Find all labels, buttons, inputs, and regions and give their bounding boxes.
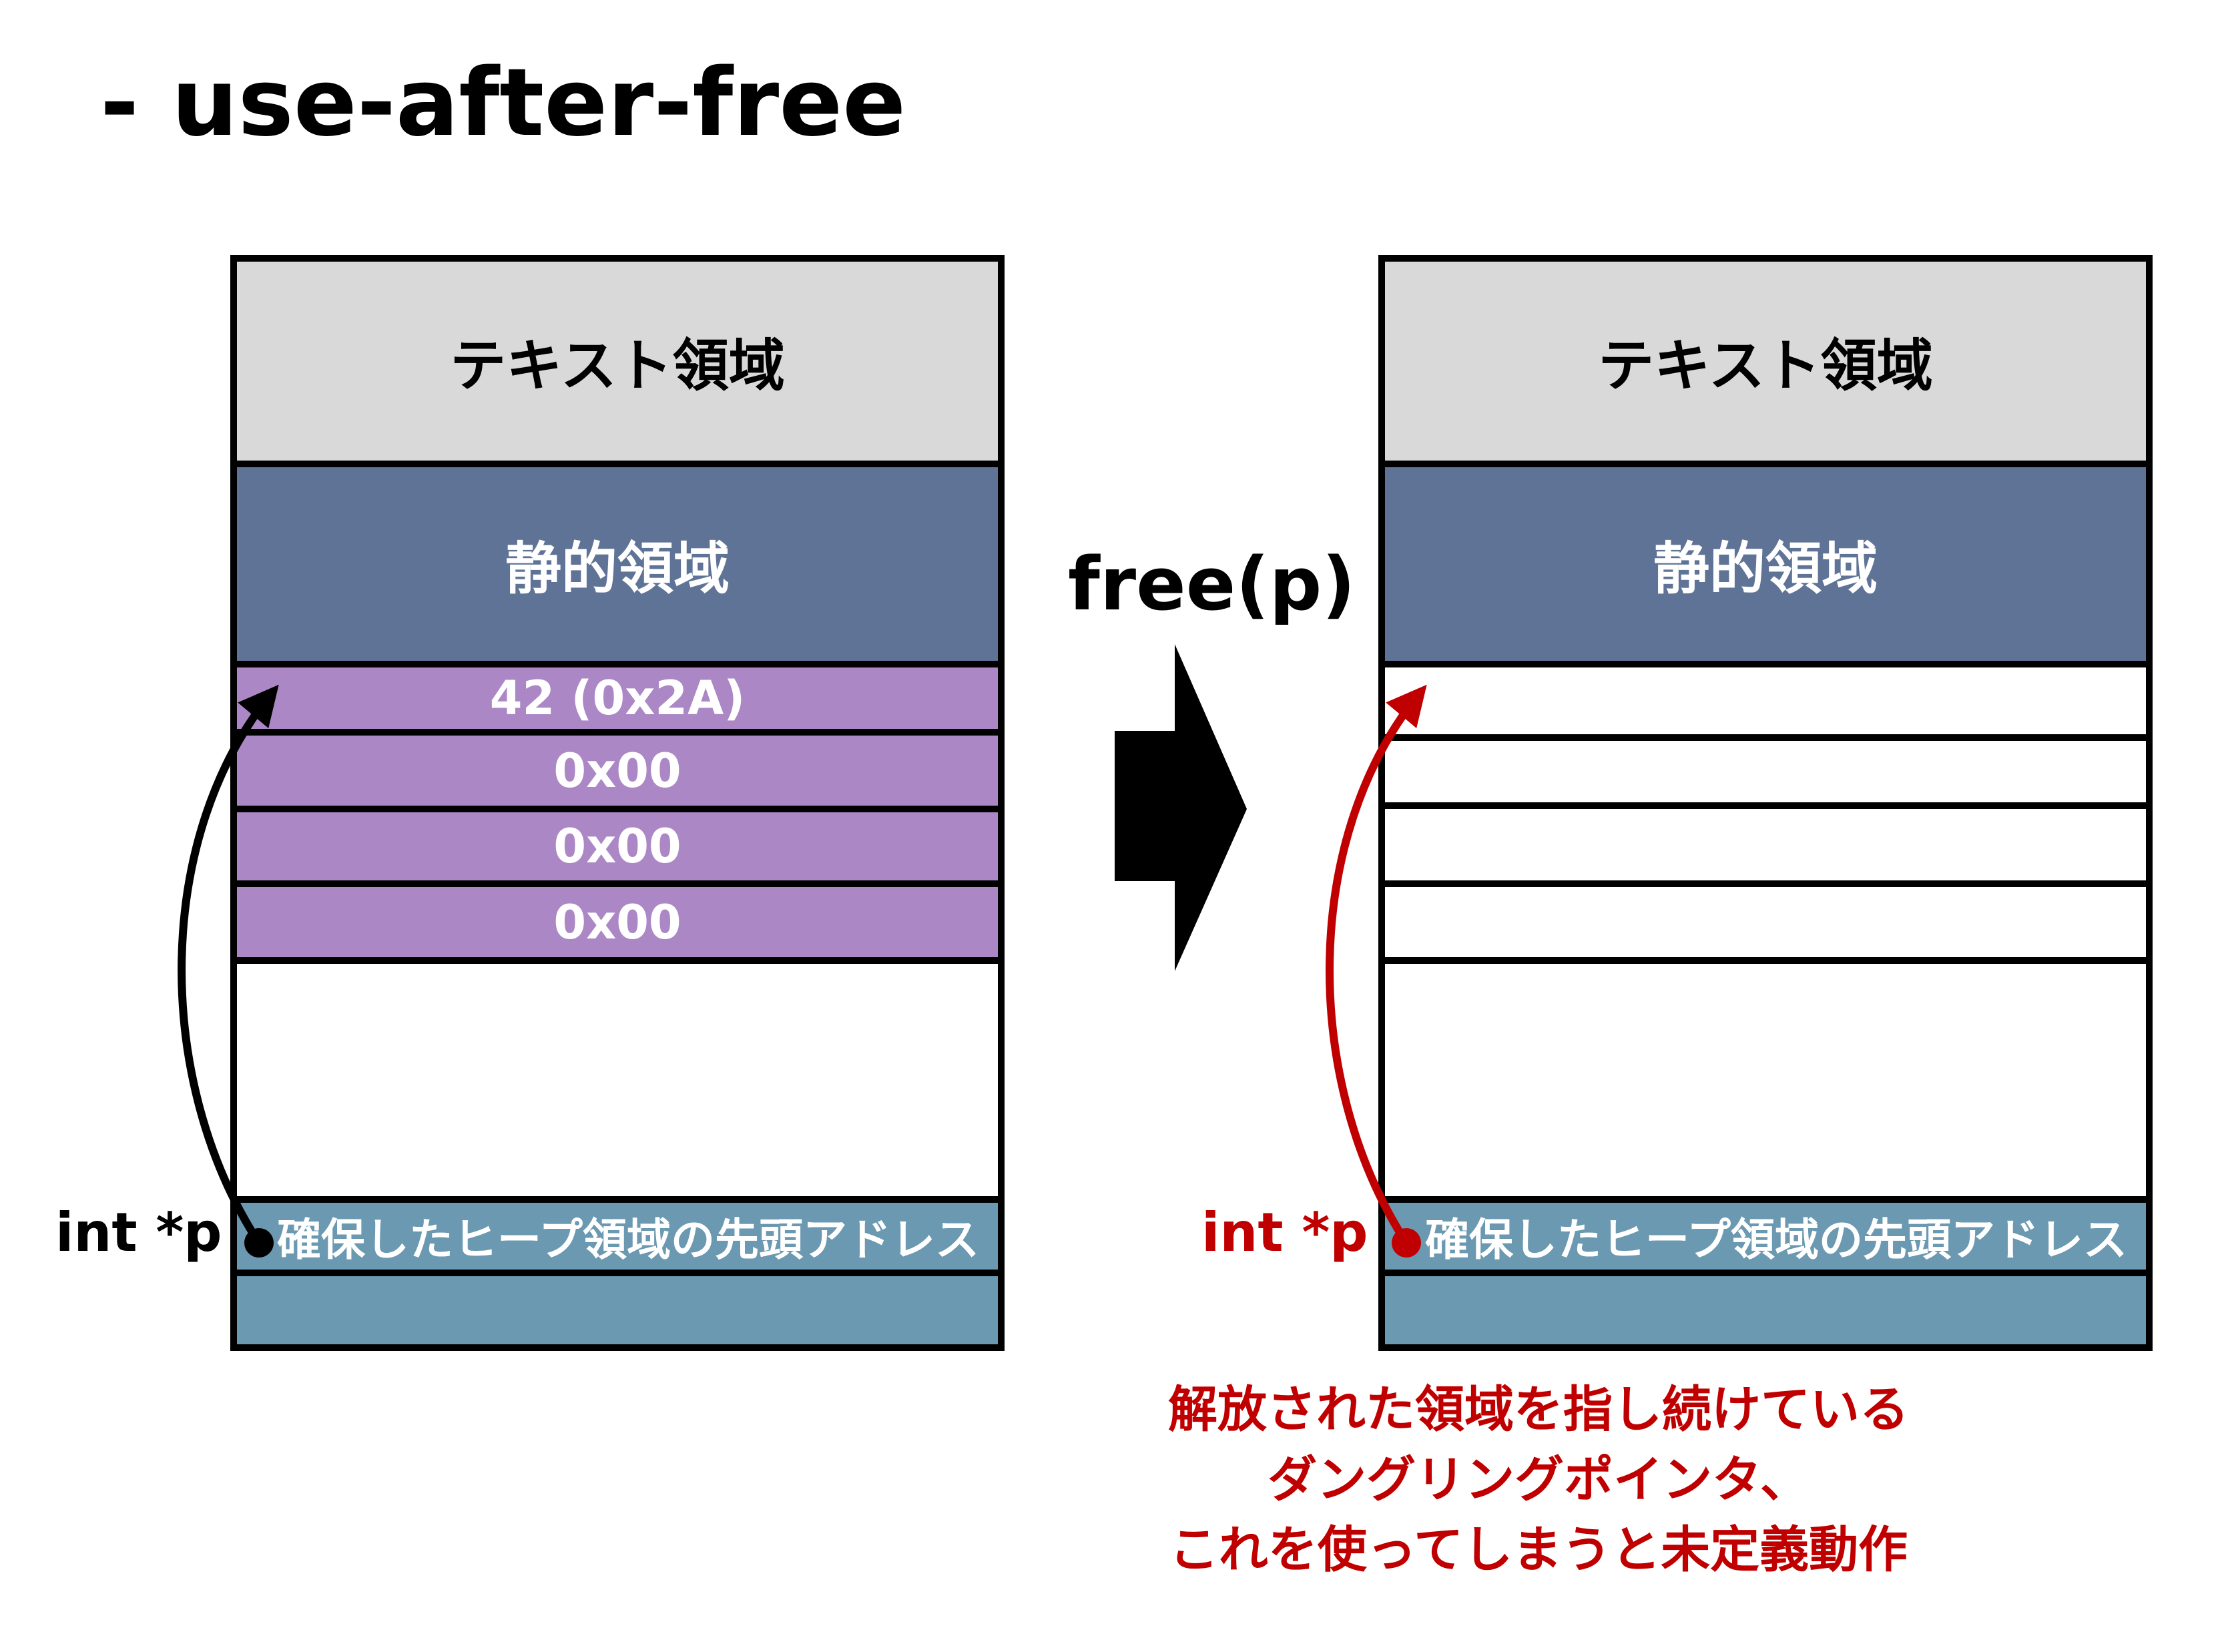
note-line-2: ダングリングポインタ、 bbox=[1268, 1451, 1810, 1508]
left-unused-heap bbox=[237, 964, 998, 1196]
dangling-pointer-note: 解放された領域を指し続けている ダングリングポインタ、 これを使ってしまうと未定… bbox=[1095, 1375, 1982, 1585]
right-unused-heap bbox=[1385, 964, 2146, 1196]
right-dangling-pointer-arrow bbox=[1325, 684, 1427, 1246]
left-pointer-arrow bbox=[178, 684, 279, 1246]
left-static-area: 静的領域 bbox=[237, 467, 998, 661]
left-heap-cell-2: 0x00 bbox=[237, 812, 998, 880]
left-stack-cell-empty bbox=[237, 1276, 998, 1344]
left-static-area-label: 静的領域 bbox=[505, 535, 730, 601]
right-text-area-label: テキスト領域 bbox=[1598, 332, 1933, 398]
right-stack-cell: 確保したヒープ領域の先頭アドレス bbox=[1385, 1203, 2146, 1270]
left-stack-cell-label: 確保したヒープ領域の先頭アドレス bbox=[277, 1214, 980, 1266]
right-freed-cell-1 bbox=[1385, 741, 2146, 802]
right-memory-map: テキスト領域 静的領域 確保したヒープ領域の先頭アドレス bbox=[1378, 255, 2153, 1351]
right-arrow-icon bbox=[1115, 644, 1247, 971]
left-pointer-label: int *p bbox=[55, 1201, 222, 1264]
right-freed-cell-2 bbox=[1385, 809, 2146, 880]
left-heap-cell-0: 42 (0x2A) bbox=[237, 667, 998, 729]
heap-cell-value: 0x00 bbox=[553, 743, 681, 798]
left-memory-map: テキスト領域 静的領域 42 (0x2A) 0x00 0x00 0x00 確保し… bbox=[230, 255, 1005, 1351]
heap-cell-value: 0x00 bbox=[553, 819, 681, 874]
left-text-area-label: テキスト領域 bbox=[450, 332, 785, 398]
right-stack-cell-label: 確保したヒープ領域の先頭アドレス bbox=[1425, 1214, 2128, 1266]
page-title: - use-after-free bbox=[100, 49, 906, 158]
left-heap-cell-1: 0x00 bbox=[237, 736, 998, 806]
right-static-area: 静的領域 bbox=[1385, 467, 2146, 661]
note-line-1: 解放された領域を指し続けている bbox=[1168, 1381, 1909, 1438]
left-text-area: テキスト領域 bbox=[237, 262, 998, 461]
right-text-area: テキスト領域 bbox=[1385, 262, 2146, 461]
right-pointer-label: int *p bbox=[1201, 1201, 1368, 1264]
right-static-area-label: 静的領域 bbox=[1653, 535, 1878, 601]
free-call-label: free(p) bbox=[1068, 541, 1356, 627]
heap-cell-value: 0x00 bbox=[553, 894, 681, 950]
left-stack-cell: 確保したヒープ領域の先頭アドレス bbox=[237, 1203, 998, 1270]
note-line-3: これを使ってしまうと未定義動作 bbox=[1169, 1521, 1908, 1579]
right-freed-cell-3 bbox=[1385, 887, 2146, 957]
heap-cell-value: 42 (0x2A) bbox=[489, 671, 746, 726]
right-stack-cell-empty bbox=[1385, 1276, 2146, 1344]
right-freed-cell-0 bbox=[1385, 667, 2146, 734]
left-heap-cell-3: 0x00 bbox=[237, 887, 998, 957]
